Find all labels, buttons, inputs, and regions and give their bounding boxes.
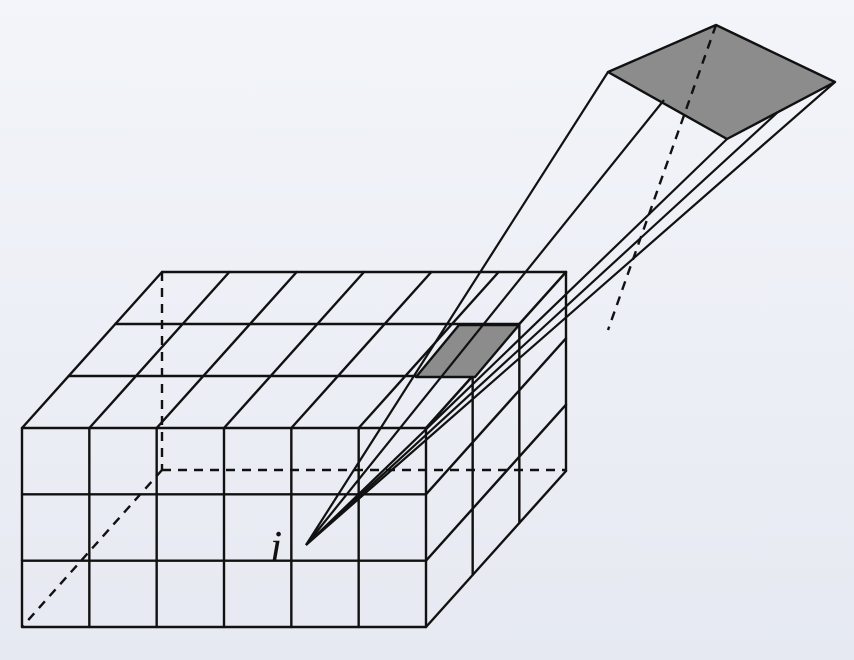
projection-rays — [305, 71, 836, 546]
top-face-depth-line — [20, 270, 164, 430]
ray-line — [305, 71, 609, 546]
hidden-edges — [21, 272, 566, 628]
ray-line — [305, 99, 665, 546]
shaded-voxel-face — [414, 323, 521, 379]
top-face-depth-line — [222, 270, 366, 430]
voxel-grid — [20, 270, 568, 629]
side-face-depth-line — [424, 337, 568, 496]
detector-element — [606, 23, 837, 141]
ray-line — [305, 111, 779, 546]
detector-hidden-edge — [606, 24, 718, 331]
top-face-depth-line — [357, 270, 500, 430]
hidden-bottom-side-edge — [21, 469, 163, 628]
ray-line — [305, 81, 836, 546]
point-label-i: i — [270, 522, 282, 571]
top-face-depth-line — [88, 270, 231, 430]
top-face-depth-line — [155, 270, 298, 430]
side-face-depth-line — [424, 469, 568, 629]
side-face-depth-line — [424, 403, 568, 562]
top-face-depth-line — [290, 270, 433, 430]
ray-line — [305, 138, 728, 546]
